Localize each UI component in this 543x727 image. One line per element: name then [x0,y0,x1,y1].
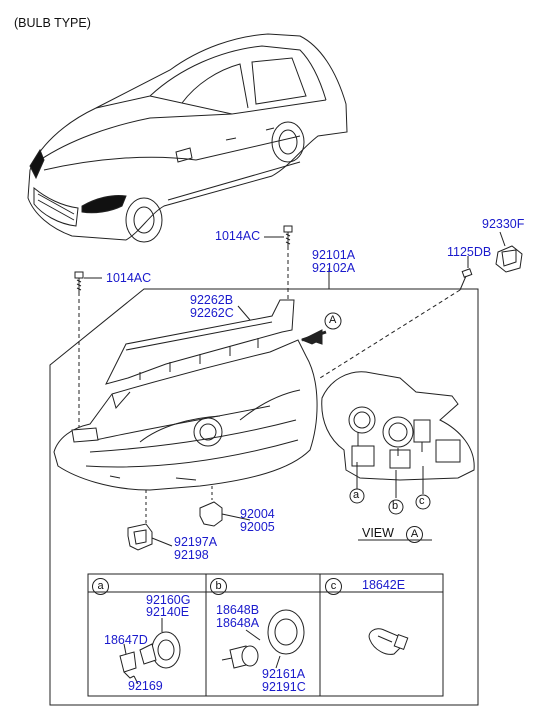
label-92169[interactable]: 92169 [128,679,163,693]
detail-table-grid [87,573,444,697]
cell-b-art [221,609,305,669]
diagram-title: (BULB TYPE) [14,16,91,30]
label-92330f[interactable]: 92330F [482,217,525,231]
cell-c-header: c [325,576,342,595]
callout-c: c [419,495,425,507]
bolt-top [283,225,293,300]
label-1014ac-left[interactable]: 1014AC [106,271,152,285]
cell-a-letter: a [92,578,109,595]
socket-92004 [199,486,223,527]
label-92262b[interactable]: 92262B [190,293,234,307]
socket-92197a [127,490,153,551]
label-1125db[interactable]: 1125DB [447,245,492,259]
cell-b-letter: b [210,578,227,595]
label-92140e[interactable]: 92140E [146,605,190,619]
label-1014ac-top[interactable]: 1014AC [215,229,261,243]
view-marker: A [406,526,423,543]
label-92102a[interactable]: 92102A [312,261,356,275]
callout-a: a [353,489,360,501]
label-18642e[interactable]: 18642E [362,578,406,592]
label-92161a[interactable]: 92161A [262,667,306,681]
label-18648a[interactable]: 18648A [216,616,260,630]
car-illustration [27,33,348,243]
label-92191c[interactable]: 92191C [262,680,306,694]
view-arrow-marker: A [329,314,337,326]
view-arrow [300,312,342,345]
label-92004[interactable]: 92004 [240,507,275,521]
label-92262c[interactable]: 92262C [190,306,234,320]
callout-b: b [392,500,399,512]
cell-a-art [119,618,181,685]
cell-a-header: a [92,576,109,595]
label-92160g[interactable]: 92160G [146,593,191,607]
view-marker-circle: A [406,524,423,543]
headlamp-housing [53,339,318,491]
label-18647d[interactable]: 18647D [104,633,148,647]
bracket-92262 [105,299,295,385]
label-92197a[interactable]: 92197A [174,535,218,549]
assembly-frame [49,268,479,706]
label-92005[interactable]: 92005 [240,520,275,534]
bolt-left [74,271,84,430]
cell-c-bulb [368,628,409,655]
socket-92330f [495,245,523,273]
headlamp-rear-view [321,371,475,515]
screw-1125db [319,268,473,379]
label-92101a[interactable]: 92101A [312,248,356,262]
view-label: VIEW [362,526,394,540]
label-18648b[interactable]: 18648B [216,603,260,617]
label-92198[interactable]: 92198 [174,548,209,562]
cell-c-letter: c [325,578,342,595]
cell-b-header: b [210,576,227,595]
